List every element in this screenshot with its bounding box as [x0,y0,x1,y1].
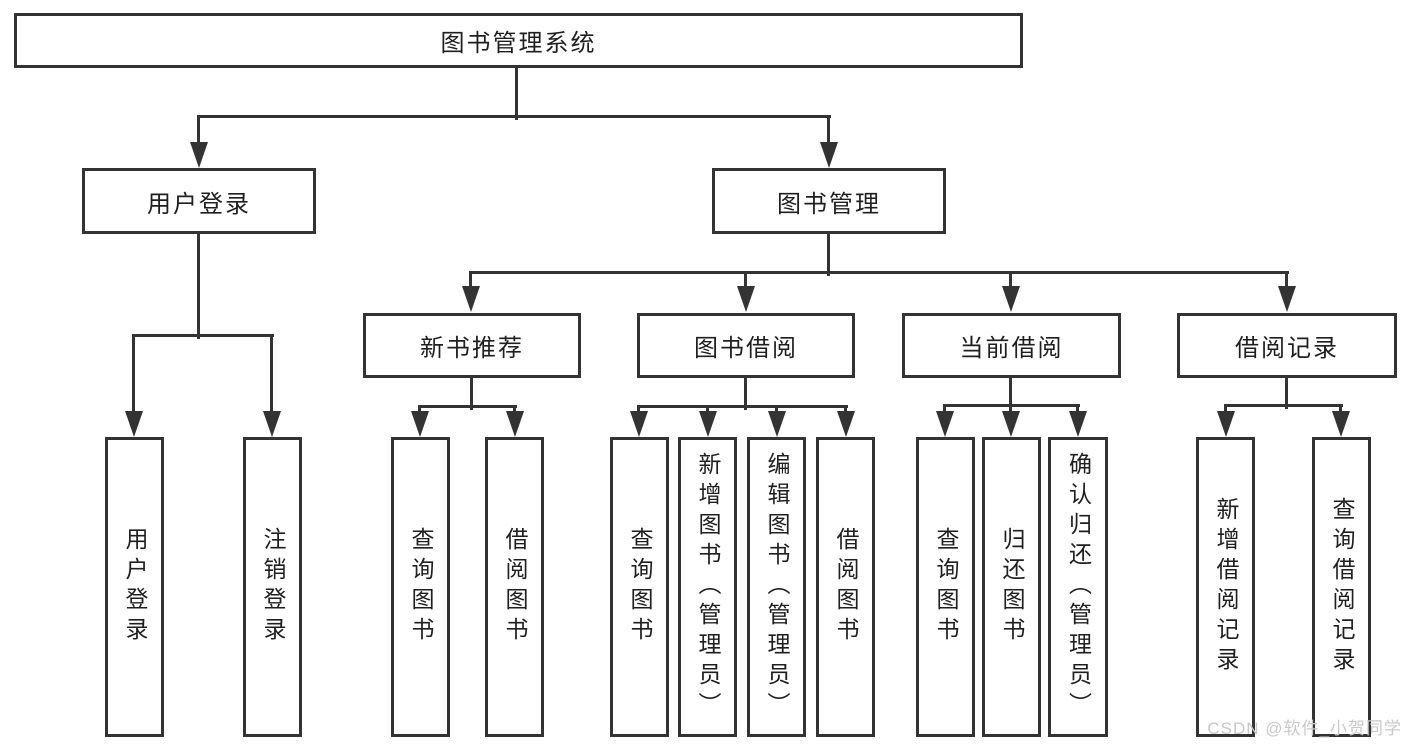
node-current-borrow-label: 当前借阅 [959,335,1064,362]
arrow-down-icon [190,142,208,168]
connector-vline [469,273,472,292]
connector-vline [744,378,747,410]
arrow-down-icon [1278,286,1296,312]
connector-hline [943,404,1080,407]
leaf-add-borrow-record: 新增借阅记录 [1196,437,1255,737]
connector-hline [197,115,831,118]
arrow-down-icon [1002,411,1020,437]
arrow-down-icon [125,411,143,437]
node-root-label: 图书管理系统 [440,30,597,57]
leaf-query-books-borrow: 查询图书 [610,437,669,737]
arrow-down-icon [768,411,786,437]
connector-hline [1224,404,1343,407]
leaf-add-book-admin: 新增图书（管理员） [678,437,737,737]
leaf-add-borrow-record-label: 新增借阅记录 [1213,497,1239,677]
node-borrow-records: 借阅记录 [1177,313,1397,378]
leaf-return-book-label: 归还图书 [999,527,1025,647]
node-borrow-records-label: 借阅记录 [1235,335,1339,362]
leaf-edit-book-admin-label: 编辑图书（管理员） [764,452,790,722]
connector-vline [1285,273,1288,292]
leaf-confirm-return-admin: 确认归还（管理员） [1048,437,1108,737]
arrow-down-icon [737,286,755,312]
leaf-query-borrow-record: 查询借阅记录 [1312,437,1371,737]
leaf-logout-label: 注销登录 [260,527,286,647]
connector-vline [1009,378,1012,409]
leaf-query-books-current-label: 查询图书 [933,527,959,647]
leaf-add-book-admin-label: 新增图书（管理员） [695,452,721,722]
leaf-borrow-books: 借阅图书 [816,437,875,737]
connector-vline [827,234,830,276]
node-new-book-recommend: 新书推荐 [363,313,581,378]
connector-vline [132,336,135,417]
node-user-login-label: 用户登录 [147,190,251,218]
arrow-down-icon [1002,286,1020,312]
arrow-down-icon [263,411,281,437]
node-new-book-recommend-label: 新书推荐 [420,335,524,362]
connector-vline [744,273,747,292]
connector-vline [827,117,830,148]
leaf-query-books-current: 查询图书 [916,437,975,737]
leaf-user-login: 用户登录 [105,437,164,737]
connector-vline [515,68,518,120]
arrow-down-icon [1217,411,1235,437]
connector-vline [470,378,473,410]
leaf-query-books-recommend-label: 查询图书 [408,527,434,647]
leaf-query-borrow-record-label: 查询借阅记录 [1329,497,1355,677]
node-user-login: 用户登录 [82,168,316,234]
connector-vline [270,336,273,417]
arrow-down-icon [506,411,524,437]
arrow-down-icon [936,411,954,437]
connector-hline [132,334,274,337]
connector-hline [418,405,517,408]
connector-hline [469,271,1289,274]
leaf-return-book: 归还图书 [982,437,1041,737]
arrow-down-icon [462,286,480,312]
connector-vline [197,117,200,148]
arrow-down-icon [1332,411,1350,437]
node-root: 图书管理系统 [14,13,1023,68]
arrow-down-icon [411,411,429,437]
node-book-borrow: 图书借阅 [637,313,855,378]
watermark: CSDN @软件_小贺同学 [1207,719,1402,738]
connector-vline [1285,378,1288,409]
leaf-user-login-label: 用户登录 [122,527,148,647]
leaf-query-books-borrow-label: 查询图书 [627,527,653,647]
connector-hline [637,405,848,408]
node-current-borrow: 当前借阅 [902,313,1121,378]
node-book-borrow-label: 图书借阅 [694,335,798,362]
leaf-edit-book-admin: 编辑图书（管理员） [747,437,806,737]
node-book-management-label: 图书管理 [777,190,881,218]
arrow-down-icon [630,411,648,437]
connector-vline [197,234,200,339]
arrow-down-icon [837,411,855,437]
connector-vline [1009,273,1012,292]
leaf-confirm-return-admin-label: 确认归还（管理员） [1065,452,1092,722]
arrow-down-icon [820,142,838,168]
node-book-management: 图书管理 [712,168,946,234]
leaf-query-books-recommend: 查询图书 [391,437,450,737]
arrow-down-icon [1069,411,1087,437]
arrow-down-icon [699,411,717,437]
leaf-borrow-books-label: 借阅图书 [833,527,859,647]
leaf-borrow-books-recommend: 借阅图书 [485,437,544,737]
leaf-borrow-books-recommend-label: 借阅图书 [502,527,528,647]
leaf-logout: 注销登录 [243,437,302,737]
